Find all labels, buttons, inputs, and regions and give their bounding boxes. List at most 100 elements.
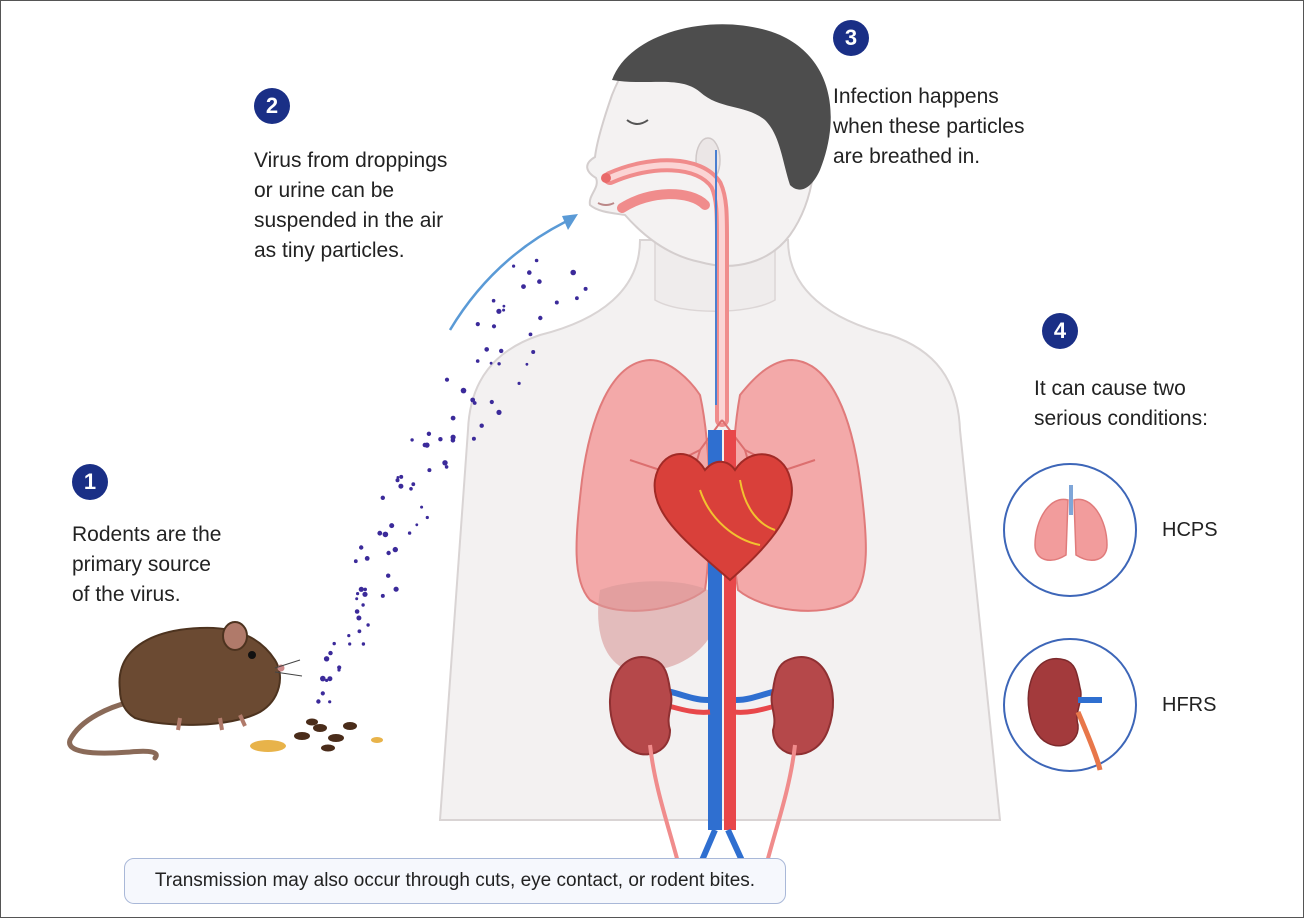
particle bbox=[427, 432, 431, 436]
particle bbox=[476, 322, 480, 326]
particle bbox=[377, 531, 382, 536]
particle bbox=[348, 642, 351, 645]
particle bbox=[354, 559, 358, 563]
particle bbox=[535, 259, 539, 263]
left-kidney bbox=[610, 657, 671, 754]
particle bbox=[427, 468, 431, 472]
particle bbox=[386, 574, 390, 578]
particle bbox=[381, 594, 385, 598]
particle bbox=[396, 478, 400, 482]
particle bbox=[470, 398, 475, 403]
step-2-badge: 2 bbox=[254, 88, 290, 124]
particle bbox=[333, 642, 336, 645]
particle bbox=[359, 545, 363, 549]
particle bbox=[420, 506, 423, 509]
particle bbox=[409, 487, 413, 491]
particle bbox=[496, 309, 501, 314]
particle bbox=[575, 296, 579, 300]
step-3-badge: 3 bbox=[833, 20, 869, 56]
particle bbox=[490, 400, 494, 404]
particle bbox=[503, 305, 506, 308]
step-1-badge: 1 bbox=[72, 464, 108, 500]
particle bbox=[496, 410, 501, 415]
particle bbox=[347, 634, 350, 637]
particle bbox=[490, 362, 493, 365]
step-4-badge: 4 bbox=[1042, 313, 1078, 349]
particle bbox=[394, 587, 399, 592]
particle bbox=[423, 443, 428, 448]
step-2-text: Virus from droppings or urine can be sus… bbox=[254, 146, 447, 266]
particle bbox=[476, 359, 480, 363]
hcps-circle bbox=[1004, 464, 1136, 596]
particle bbox=[472, 437, 476, 441]
particle bbox=[426, 516, 429, 519]
transmission-footnote: Transmission may also occur through cuts… bbox=[124, 858, 786, 904]
particle bbox=[499, 349, 503, 353]
particle bbox=[518, 382, 521, 385]
step-3-text: Infection happens when these particles a… bbox=[833, 82, 1024, 172]
particle bbox=[355, 597, 358, 600]
particle bbox=[337, 668, 340, 671]
particle bbox=[408, 531, 411, 534]
right-kidney bbox=[772, 657, 833, 754]
particle bbox=[398, 484, 403, 489]
step-1-text: Rodents are the primary source of the vi… bbox=[72, 520, 221, 610]
particle bbox=[363, 588, 367, 592]
particle bbox=[411, 482, 415, 486]
particle bbox=[399, 475, 403, 479]
particle bbox=[415, 523, 418, 526]
particle bbox=[359, 587, 364, 592]
particle bbox=[356, 616, 361, 621]
rodent bbox=[70, 622, 302, 758]
particle bbox=[438, 437, 442, 441]
particle bbox=[361, 603, 364, 606]
particle bbox=[366, 623, 369, 626]
step-4-text: It can cause two serious conditions: bbox=[1034, 374, 1208, 434]
particle bbox=[365, 556, 370, 561]
particle bbox=[386, 551, 390, 555]
particle bbox=[484, 347, 489, 352]
droppings bbox=[250, 719, 383, 753]
particle bbox=[529, 333, 533, 337]
particle bbox=[328, 651, 332, 655]
particle bbox=[321, 691, 325, 695]
rodent-eye bbox=[248, 651, 256, 659]
particle bbox=[355, 609, 360, 614]
particle bbox=[451, 435, 456, 440]
particle bbox=[362, 642, 365, 645]
particle bbox=[362, 592, 367, 597]
particle bbox=[328, 700, 331, 703]
particle bbox=[316, 699, 320, 703]
particle bbox=[584, 287, 588, 291]
particle bbox=[512, 265, 515, 268]
particle bbox=[445, 378, 449, 382]
particle bbox=[410, 438, 413, 441]
particle bbox=[480, 424, 484, 428]
particle bbox=[497, 362, 500, 365]
particle bbox=[526, 363, 529, 366]
particle bbox=[356, 592, 359, 595]
particle bbox=[393, 547, 398, 552]
rodent-body bbox=[120, 628, 280, 725]
particle bbox=[538, 316, 542, 320]
particle bbox=[570, 270, 576, 276]
particle bbox=[527, 270, 532, 275]
hcps-label: HCPS bbox=[1162, 519, 1218, 542]
nostril bbox=[601, 173, 611, 183]
particle bbox=[492, 299, 496, 303]
inhalation-arrow bbox=[450, 222, 565, 330]
particle bbox=[537, 279, 542, 284]
particle bbox=[492, 324, 496, 328]
particle bbox=[381, 496, 385, 500]
hfrs-circle bbox=[1004, 639, 1136, 771]
particle bbox=[358, 629, 362, 633]
particle bbox=[442, 460, 447, 465]
rodent-ear bbox=[223, 622, 247, 650]
particle bbox=[389, 523, 394, 528]
footnote-text: Transmission may also occur through cuts… bbox=[155, 870, 755, 892]
hfrs-label: HFRS bbox=[1162, 694, 1216, 717]
particle bbox=[383, 532, 389, 538]
particle bbox=[461, 388, 467, 394]
particle bbox=[324, 656, 329, 661]
